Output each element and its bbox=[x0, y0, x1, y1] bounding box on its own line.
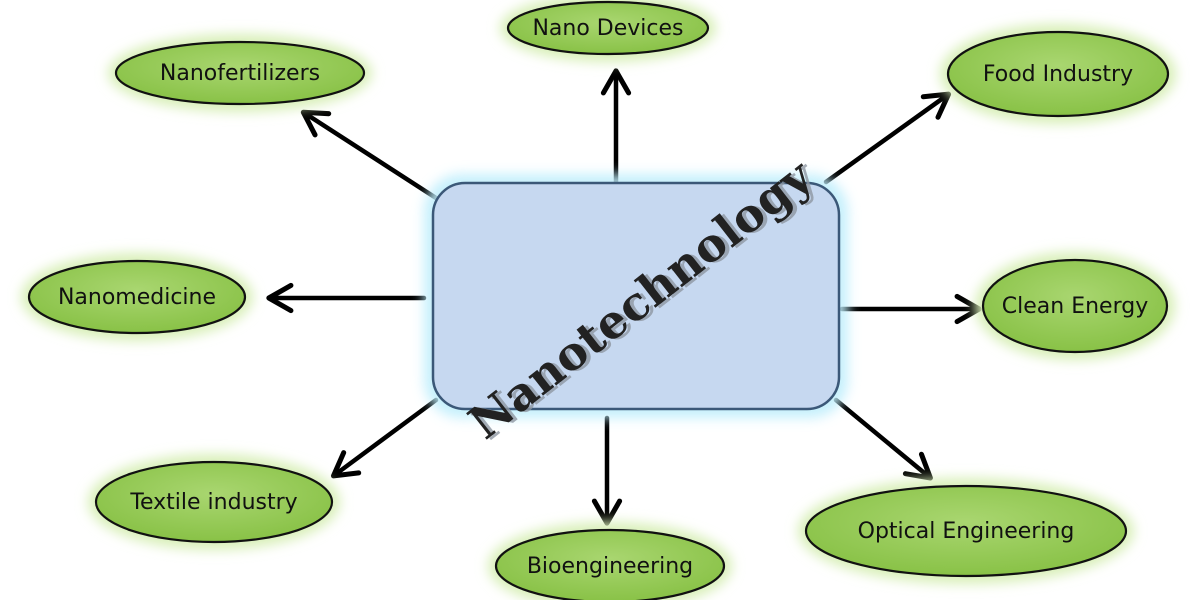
node-ellipse bbox=[94, 460, 334, 544]
center-node: Nanotechnology Nanotechnology bbox=[424, 148, 848, 450]
node-label-nanofertilizers: Nanofertilizers bbox=[160, 61, 320, 86]
node-ellipse bbox=[804, 484, 1128, 578]
node-textile-industry: Textile industry bbox=[88, 454, 340, 550]
node-nanomedicine: Nanomedicine bbox=[21, 253, 253, 341]
node-ellipse bbox=[506, 0, 710, 56]
node-label-food-industry: Food Industry bbox=[983, 62, 1133, 87]
node-ellipse bbox=[27, 259, 247, 335]
node-ellipse bbox=[981, 258, 1169, 354]
node-label-textile-industry: Textile industry bbox=[129, 490, 297, 515]
node-nanofertilizers: Nanofertilizers bbox=[108, 34, 372, 112]
node-label-bioengineering: Bioengineering bbox=[527, 554, 693, 579]
node-ellipse bbox=[494, 528, 726, 600]
node-ellipse bbox=[946, 30, 1170, 118]
node-label-clean-energy: Clean Energy bbox=[1002, 294, 1148, 319]
node-label-nano-devices: Nano Devices bbox=[532, 16, 683, 41]
node-clean-energy: Clean Energy bbox=[975, 252, 1175, 360]
arrow-to-nanofertilizers bbox=[300, 109, 439, 201]
arrow-to-optical-engineering bbox=[833, 397, 933, 481]
node-label-optical-engineering: Optical Engineering bbox=[858, 519, 1075, 544]
node-food-industry: Food Industry bbox=[940, 24, 1176, 124]
arrow-to-textile-industry bbox=[330, 397, 439, 479]
connector-arrows bbox=[266, 68, 982, 526]
node-label-nanomedicine: Nanomedicine bbox=[58, 285, 216, 310]
node-optical-engineering: Optical Engineering bbox=[798, 478, 1134, 584]
center-box bbox=[431, 181, 841, 411]
arrow-to-food-industry bbox=[823, 91, 952, 185]
node-bioengineering: Bioengineering bbox=[488, 522, 732, 600]
node-nano-devices: Nano Devices bbox=[500, 0, 716, 62]
node-ellipse bbox=[114, 40, 366, 106]
